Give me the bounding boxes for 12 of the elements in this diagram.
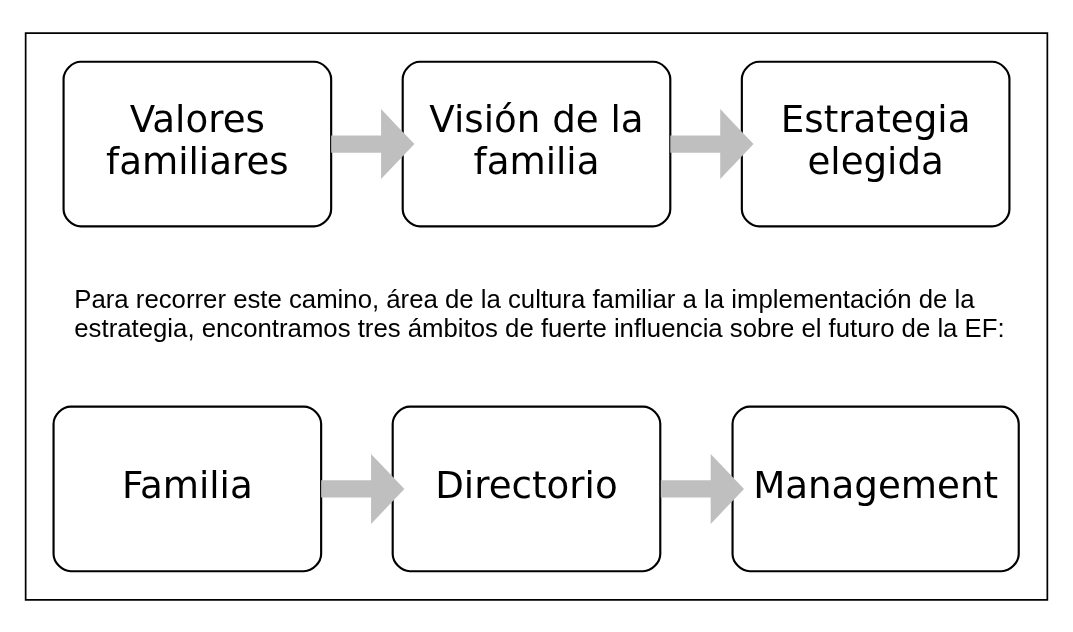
- arrow: [331, 108, 415, 179]
- arrow: [660, 453, 744, 524]
- arrow: [670, 108, 754, 179]
- cluster: [24, 31, 1049, 601]
- node-box: Valores familiares: [62, 60, 333, 227]
- node-box: Directorio: [391, 405, 662, 572]
- label: Para recorrer este camino, área de la cultura familiar a la implementación de la estrategia, encontramos tres ámbitos de fuerte influencia sobre el futuro de la EF:: [74, 284, 1005, 342]
- node-box: Familia: [52, 405, 323, 572]
- node-box: Management: [731, 405, 1020, 572]
- arrow: [321, 453, 405, 524]
- node-box: Visión de la familia: [401, 60, 672, 227]
- node-box: Estrategia elegida: [740, 60, 1011, 227]
